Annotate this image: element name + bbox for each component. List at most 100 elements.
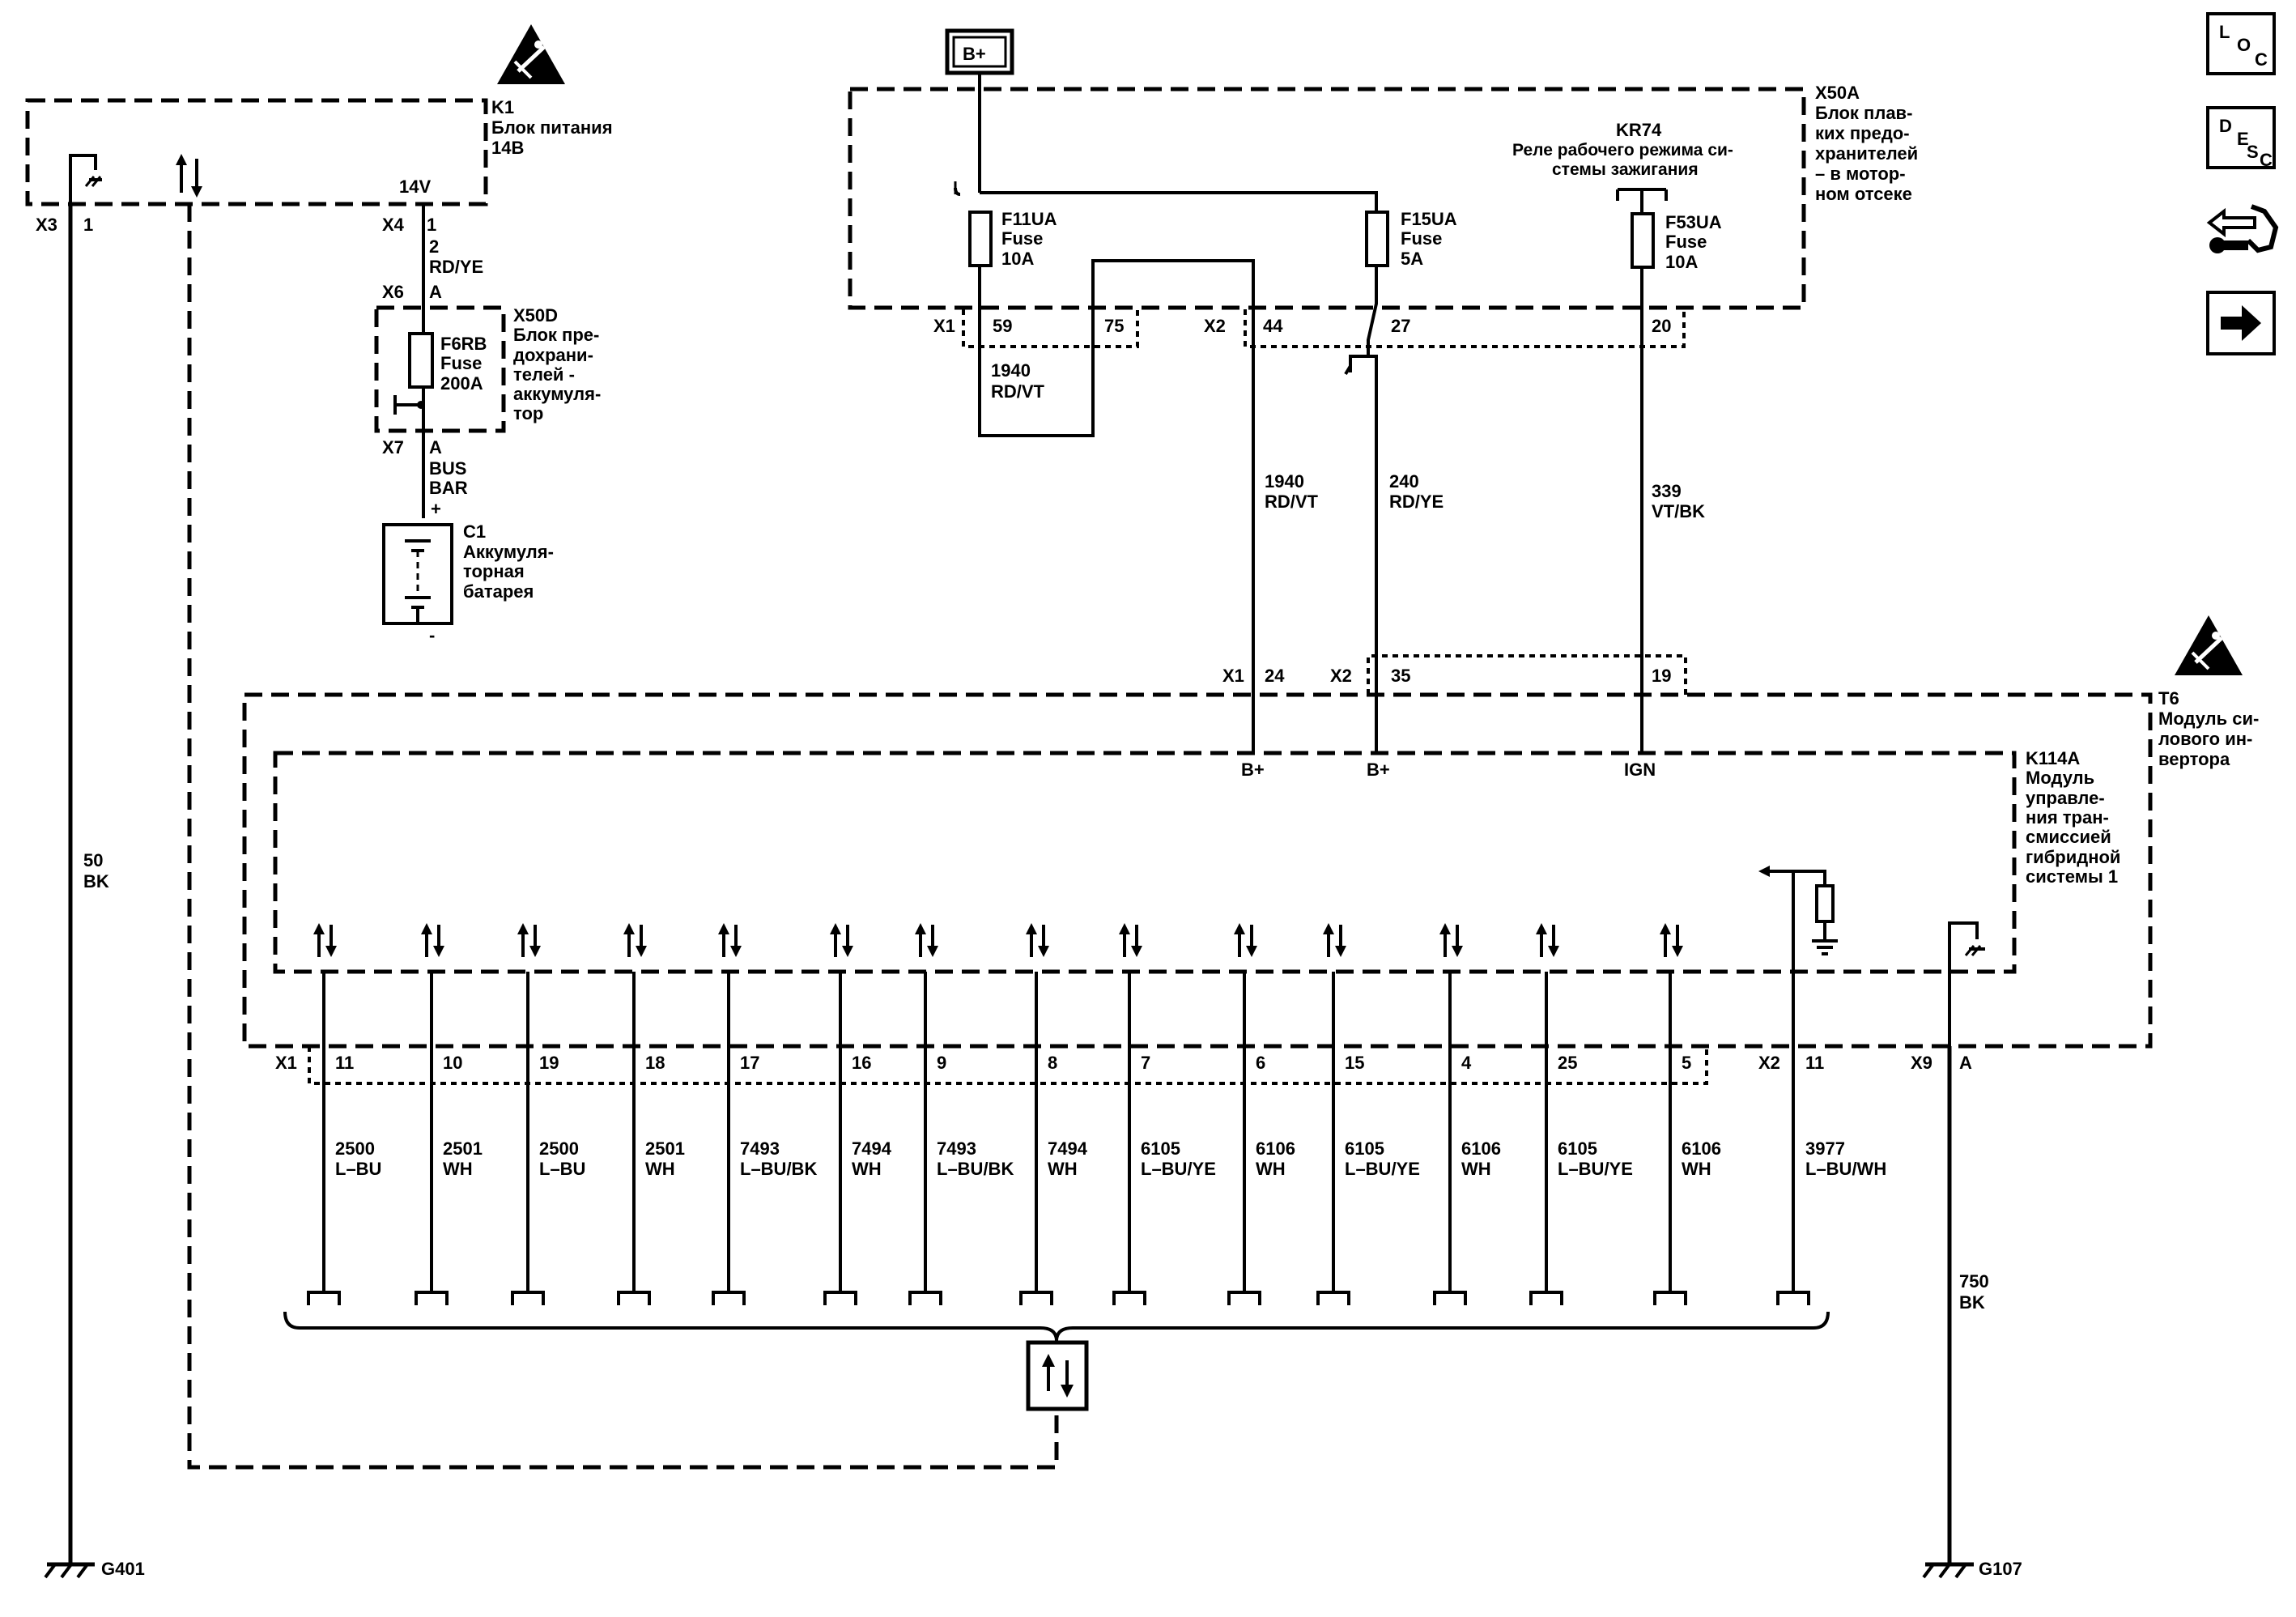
bus-wire-color-13: L–BU/YE bbox=[1558, 1159, 1633, 1179]
x50a-pin-20: 20 bbox=[1652, 316, 1671, 336]
loc-letter-2: O bbox=[2237, 35, 2251, 55]
k1-conn-x3: X3 bbox=[36, 215, 57, 235]
nav-sidebar: L O C D E S C bbox=[2206, 12, 2287, 386]
k114a-input-ign: IGN bbox=[1624, 760, 1656, 780]
wire-2-num: 2 bbox=[429, 236, 439, 257]
bus-wire-pin-1: 11 bbox=[335, 1053, 354, 1073]
f53ua-id: F53UA bbox=[1665, 212, 1722, 232]
bus-wire-color-5: L–BU/BK bbox=[740, 1159, 817, 1179]
location-button[interactable]: L O C bbox=[2206, 12, 2276, 75]
bplus-source-label: B+ bbox=[963, 44, 986, 64]
t6-pin-35: 35 bbox=[1391, 666, 1410, 686]
wire-750-color: BK bbox=[1959, 1292, 1985, 1313]
wire-240-num: 240 bbox=[1389, 471, 1419, 491]
k1-name-line2: 14В bbox=[491, 138, 524, 158]
x50a-desc-5: ном отсеке bbox=[1815, 184, 1912, 204]
ground-g107-icon bbox=[1922, 1562, 1974, 1579]
bus-wire-color-10: WH bbox=[1256, 1159, 1286, 1179]
chassis-ground-icon bbox=[69, 154, 102, 204]
t6-conn-x1: X1 bbox=[1222, 666, 1244, 686]
f15ua-fuse-icon bbox=[1365, 211, 1389, 267]
bus-wire-pin-2: 10 bbox=[443, 1053, 462, 1073]
f6rb-id: F6RB bbox=[440, 334, 487, 354]
k1-id: K1 bbox=[491, 97, 514, 117]
f53ua-rating: 10A bbox=[1665, 252, 1698, 272]
bus-wire-pin-4: 18 bbox=[645, 1053, 665, 1073]
bus-wire-pin-6: 16 bbox=[852, 1053, 871, 1073]
bus-wire-pin-7: 9 bbox=[937, 1053, 946, 1073]
bidirectional-arrow-icon bbox=[176, 154, 202, 198]
bottom-x2-pin: 11 bbox=[1805, 1053, 1824, 1073]
wrench-arrows-icon[interactable] bbox=[2206, 200, 2279, 265]
desc-letter-3: S bbox=[2247, 142, 2259, 162]
x50a-conn-x2: X2 bbox=[1204, 316, 1226, 336]
high-voltage-warning-icon bbox=[497, 24, 565, 84]
description-button[interactable]: D E S C bbox=[2206, 106, 2276, 170]
bottom-conn-x1: X1 bbox=[275, 1053, 297, 1073]
bottom-conn-x9: X9 bbox=[1911, 1053, 1932, 1073]
bus-wire-pin-11: 15 bbox=[1345, 1053, 1364, 1073]
data-bus-dashed-link bbox=[187, 204, 1059, 1470]
bus-wire-color-7: L–BU/BK bbox=[937, 1159, 1014, 1179]
k114a-desc-6: системы 1 bbox=[2026, 866, 2118, 887]
k114a-input-b1: B+ bbox=[1241, 760, 1265, 780]
kr74-id: KR74 bbox=[1616, 120, 1662, 140]
wire-339-color: VT/BK bbox=[1652, 501, 1705, 521]
f6rb-fuse-icon bbox=[408, 332, 434, 389]
x50a-desc-3: хранителей bbox=[1815, 143, 1918, 164]
busbar-plus: + bbox=[431, 499, 441, 519]
t6-id: T6 bbox=[2158, 688, 2179, 709]
bus-wire-num-12: 6106 bbox=[1461, 1138, 1501, 1159]
kr74-relay-contact-icon bbox=[1616, 188, 1668, 214]
x50d-pin-out: A bbox=[429, 437, 442, 457]
k114a-desc-5: гибридной bbox=[2026, 847, 2120, 867]
bus-wire-color-12: WH bbox=[1461, 1159, 1491, 1179]
k114a-id: K114A bbox=[2026, 748, 2080, 768]
t6-x1-bottom-connector bbox=[308, 1046, 1708, 1085]
t6-pin-19: 19 bbox=[1652, 666, 1671, 686]
x50d-desc-4: аккумуля- bbox=[513, 384, 601, 404]
bus-wire-num-14: 6106 bbox=[1682, 1138, 1721, 1159]
next-page-button[interactable] bbox=[2206, 291, 2276, 355]
x50d-conn-out: X7 bbox=[382, 437, 404, 457]
k114a-control-module: K114A Модуль управле- ния тран- смиссией… bbox=[273, 748, 2120, 1046]
k1-pin-x4: 1 bbox=[427, 215, 436, 235]
kr74-desc-2: стемы зажигания bbox=[1552, 160, 1699, 179]
wire-750-num: 750 bbox=[1959, 1271, 1989, 1291]
f6rb-rating: 200A bbox=[440, 373, 483, 394]
wire-50-num: 50 bbox=[83, 850, 103, 870]
ground-g107-label: G107 bbox=[1979, 1559, 2022, 1579]
f15ua-id: F15UA bbox=[1401, 209, 1457, 229]
bus-wire-num-6: 7494 bbox=[852, 1138, 892, 1159]
bus-wire-num-4: 2501 bbox=[645, 1138, 685, 1159]
wire-1940b-num: 1940 bbox=[1265, 471, 1304, 491]
bottom-x9-pin: A bbox=[1959, 1053, 1972, 1073]
bus-wire-num-9: 6105 bbox=[1141, 1138, 1180, 1159]
bus-wire-pin-8: 8 bbox=[1048, 1053, 1057, 1073]
wire-3977-num: 3977 bbox=[1805, 1138, 1845, 1159]
loc-letter-1: L bbox=[2219, 22, 2230, 42]
x50d-desc-5: тор bbox=[513, 403, 543, 423]
x50a-desc-2: ких предо- bbox=[1815, 123, 1910, 143]
desc-letter-4: C bbox=[2260, 150, 2273, 170]
bus-wire-color-2: WH bbox=[443, 1159, 473, 1179]
x50d-conn-in: X6 bbox=[382, 282, 404, 302]
wire-1940a-color: RD/VT bbox=[991, 381, 1045, 402]
x50a-pin-27: 27 bbox=[1391, 316, 1410, 336]
x50d-desc-3: телей - bbox=[513, 364, 575, 385]
wire-3977 bbox=[1776, 1046, 1810, 1305]
x50a-connector-row: X1 59 75 X2 44 27 20 bbox=[933, 309, 1686, 348]
t6-conn-x2: X2 bbox=[1330, 666, 1352, 686]
t6-desc-2: лового ин- bbox=[2158, 729, 2252, 749]
k1-power-block: K1 Блок питания 14В 14V X3 1 X4 1 bbox=[25, 24, 613, 235]
c1-minus: - bbox=[429, 625, 435, 645]
bus-wire-num-1: 2500 bbox=[335, 1138, 375, 1159]
f11ua-fuse-icon bbox=[968, 211, 993, 267]
ground-g401-label: G401 bbox=[101, 1559, 145, 1579]
